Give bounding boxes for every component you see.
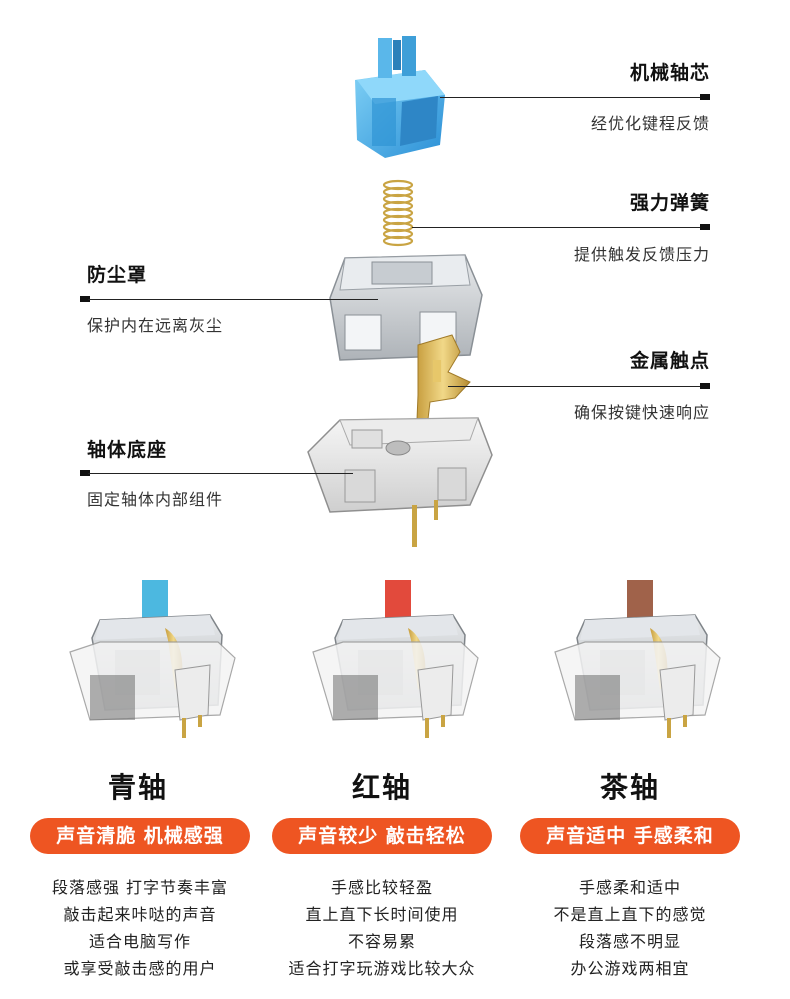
leader-end (80, 296, 90, 302)
leader-end (700, 94, 710, 100)
part-stem-subtitle: 经优化键程反馈 (590, 114, 710, 133)
part-spring-subtitle: 提供触发反馈压力 (573, 245, 710, 264)
switch-red-tagline: 声音较少 敲击轻松 (272, 818, 492, 854)
description-line: 手感比较轻盈 (330, 878, 433, 897)
leader-end (700, 224, 710, 230)
part-spring-title: 强力弹簧 (629, 192, 710, 214)
description-line: 或享受敲击感的用户 (63, 959, 217, 978)
base-housing-icon (307, 417, 493, 547)
leader-line (412, 227, 702, 228)
description-line: 段落感不明显 (578, 932, 681, 951)
switch-brown-name: 茶轴 (599, 771, 660, 804)
spring-icon (382, 179, 414, 247)
description-line: 适合打字玩游戏比较大众 (288, 959, 476, 978)
description-line: 直上直下长时间使用 (305, 905, 459, 924)
part-contact-title: 金属触点 (629, 350, 710, 372)
leader-end (80, 470, 90, 476)
leader-line (88, 299, 378, 300)
description-line: 办公游戏两相宜 (570, 959, 690, 978)
switch-blue-tagline: 声音清脆 机械感强 (30, 818, 250, 854)
part-stem-title: 机械轴芯 (629, 62, 710, 84)
leader-line (88, 473, 353, 474)
description-line: 敲击起来咔哒的声音 (63, 905, 217, 924)
part-contact-subtitle: 确保按键快速响应 (573, 403, 710, 422)
switch-blue-icon (69, 580, 236, 738)
dust-cover-icon (329, 254, 483, 361)
part-cover-title: 防尘罩 (87, 264, 148, 286)
description-line: 适合电脑写作 (88, 932, 191, 951)
part-cover-subtitle: 保护内在远离灰尘 (87, 316, 224, 335)
leader-line (440, 97, 702, 98)
leader-line (448, 386, 702, 387)
switch-red-icon (312, 580, 479, 738)
switch-red-description: 手感比较轻盈 直上直下长时间使用 不容易累 适合打字玩游戏比较大众 (262, 874, 502, 982)
description-line: 段落感强 打字节奏丰富 (51, 878, 229, 897)
description-line: 不容易累 (347, 932, 416, 951)
switch-blue-description: 段落感强 打字节奏丰富 敲击起来咔哒的声音 适合电脑写作 或享受敲击感的用户 (20, 874, 260, 982)
switch-brown-icon (554, 580, 721, 738)
switch-red-name: 红轴 (351, 771, 412, 804)
switch-brown-tagline: 声音适中 手感柔和 (520, 818, 740, 854)
part-base-title: 轴体底座 (87, 439, 168, 461)
description-line: 不是直上直下的感觉 (553, 905, 707, 924)
switch-brown-description: 手感柔和适中 不是直上直下的感觉 段落感不明显 办公游戏两相宜 (510, 874, 750, 982)
description-line: 手感柔和适中 (578, 878, 681, 897)
leader-end (700, 383, 710, 389)
switch-blue-name: 青轴 (107, 771, 168, 804)
stem-icon (355, 36, 445, 158)
part-base-subtitle: 固定轴体内部组件 (87, 490, 224, 509)
